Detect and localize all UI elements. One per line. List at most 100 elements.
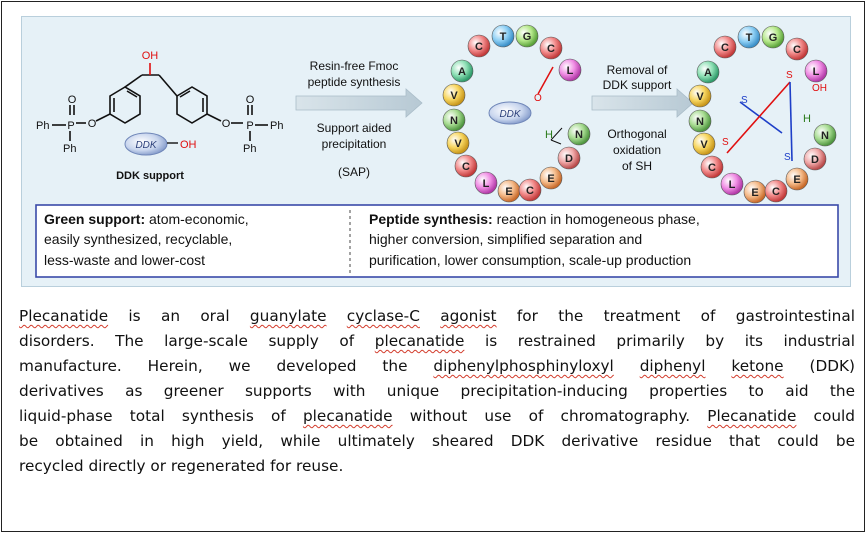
ddk-support-caption: DDK support	[116, 170, 184, 182]
ring1-residue-bead	[442, 83, 466, 107]
ring2-residue-bead	[713, 35, 737, 59]
abstract-text-run: liquid-phase total synthesis of	[19, 407, 303, 425]
ring1-residue-letter: D	[565, 153, 573, 165]
ring2-residue-letter: C	[721, 42, 729, 54]
step2b-line2: oxidation	[613, 143, 661, 157]
o-ether-left: O	[88, 118, 97, 130]
ring1-residue-bead	[454, 154, 478, 178]
step1b-line3: (SAP)	[338, 165, 370, 179]
s-label-1: S	[741, 95, 748, 106]
ring2-residue-letter: A	[704, 67, 712, 79]
step1-line1: Resin-free Fmoc	[310, 59, 399, 73]
abstract-text: Plecanatide is an oral guanylate cyclase…	[19, 304, 855, 479]
arrow-step2	[591, 88, 694, 118]
step2b-line1: Orthogonal	[607, 127, 666, 141]
p-label-right: P	[246, 120, 253, 132]
p-label-left: P	[67, 120, 74, 132]
ring1-residue-letter: C	[462, 161, 470, 173]
ring1-residue-letter: C	[475, 41, 483, 53]
ddk-molecule	[52, 63, 268, 141]
ring2-residue-letter: C	[772, 186, 780, 198]
o-label-right: O	[246, 94, 255, 106]
ring2-residue-letter: N	[821, 130, 829, 142]
ring1-residue-letter: T	[500, 31, 507, 43]
graphical-abstract: OH O P O Ph Ph O P O Ph Ph DDK OH DDK su…	[21, 16, 851, 287]
abstract-line: Plecanatide is an oral guanylate cyclase…	[19, 304, 855, 329]
ring1-residue-bead	[474, 171, 498, 195]
step2-line2: DDK support	[603, 78, 672, 92]
ring2-residue-letter: L	[729, 179, 736, 191]
info-left-line3: less-waste and lower-cost	[44, 252, 205, 268]
ring1-residue-letter: V	[454, 138, 462, 150]
spellcheck-word: plecanatide	[302, 407, 393, 425]
ring2-residue-letter: D	[811, 154, 819, 166]
ring2-oh-label: OH	[812, 83, 827, 94]
ring2-residue-bead	[804, 59, 828, 83]
ring1-o-label: O	[534, 93, 542, 104]
spellcheck-word: cyclase-C	[346, 307, 420, 325]
ph-label-3: Ph	[270, 120, 283, 132]
abstract-line: recycled directly or regenerated for reu…	[19, 454, 855, 479]
abstract-text-run	[705, 357, 731, 375]
o-label-left: O	[68, 94, 77, 106]
ring2-residue-letter: E	[793, 174, 800, 186]
step1b-line1: Support aided	[317, 121, 392, 135]
o-ether-right: O	[222, 118, 231, 130]
ring2-residue-letter: V	[696, 91, 704, 103]
ring2-residue-letter: E	[751, 187, 758, 199]
abstract-text-run: be obtained in high yield, while ultimat…	[19, 432, 855, 450]
s-label-3: S	[722, 137, 729, 148]
info-right-title: Peptide synthesis:	[369, 211, 493, 227]
ring1-residue-bead	[539, 36, 563, 60]
step2b-line3: of SH	[622, 159, 652, 173]
abstract-text-run: could	[796, 407, 855, 425]
abstract-line: be obtained in high yield, while ultimat…	[19, 429, 855, 454]
ring1-residue-letter: E	[547, 173, 554, 185]
abstract-text-run: manufacture. Herein, we developed the	[19, 357, 434, 375]
ring1-residue-letter: L	[567, 65, 574, 77]
info-left-line2: easily synthesized, recyclable,	[44, 231, 232, 247]
ring1-residue-letter: A	[458, 66, 466, 78]
ring2-residue-letter: N	[696, 116, 704, 128]
ring1-residue-bead	[446, 131, 470, 155]
ring1-ddk-label: DDK	[499, 109, 521, 120]
ph-label-2: Ph	[63, 143, 76, 155]
ring1-residue-bead	[467, 34, 491, 58]
info-box	[35, 204, 839, 278]
s-label-4: S	[784, 152, 791, 163]
step1b-line2: precipitation	[322, 137, 387, 151]
ring1-residue-letter: N	[450, 115, 458, 127]
ring2-residue-bead	[700, 155, 724, 179]
ring1-residue-letter: C	[526, 185, 534, 197]
spellcheck-word: ketone	[731, 357, 784, 375]
abstract-text-run: is an oral	[108, 307, 250, 325]
ddk-blob	[124, 132, 168, 156]
ring1-residue-bead	[557, 146, 581, 170]
abstract-text-run: derivatives as greener supports with uni…	[19, 382, 855, 400]
ring1-residue-letter: E	[505, 186, 512, 198]
arrow-step1	[295, 88, 423, 118]
info-right-line2: higher conversion, simplified separation…	[369, 231, 642, 247]
ring2-residue-bead	[688, 84, 712, 108]
spellcheck-word: diphenylphosphinyloxyl	[433, 357, 614, 375]
ring2-residue-bead	[785, 167, 809, 191]
ddk-blob-label: DDK	[135, 140, 157, 151]
ring1-residue-bead	[450, 59, 474, 83]
ring1-residue-letter: N	[575, 129, 583, 141]
ph-label-1: Ph	[36, 120, 49, 132]
abstract-text-run: without use of chromatography.	[392, 407, 708, 425]
ring2-residue-bead	[688, 109, 712, 133]
ring2-residue-letter: V	[700, 139, 708, 151]
abstract-text-run: disorders. The large-scale supply of	[19, 332, 375, 350]
spellcheck-word: guanylate	[249, 307, 327, 325]
ring1-residue-letter: C	[547, 43, 555, 55]
spellcheck-word: diphenyl	[639, 357, 706, 375]
ring1-residue-letter: V	[450, 90, 458, 102]
ring2-residue-letter: G	[769, 32, 778, 44]
abstract-text-run: (DDK)	[783, 357, 856, 375]
ring1-residue-bead	[539, 166, 563, 190]
ring1-h-label: H	[545, 129, 553, 141]
